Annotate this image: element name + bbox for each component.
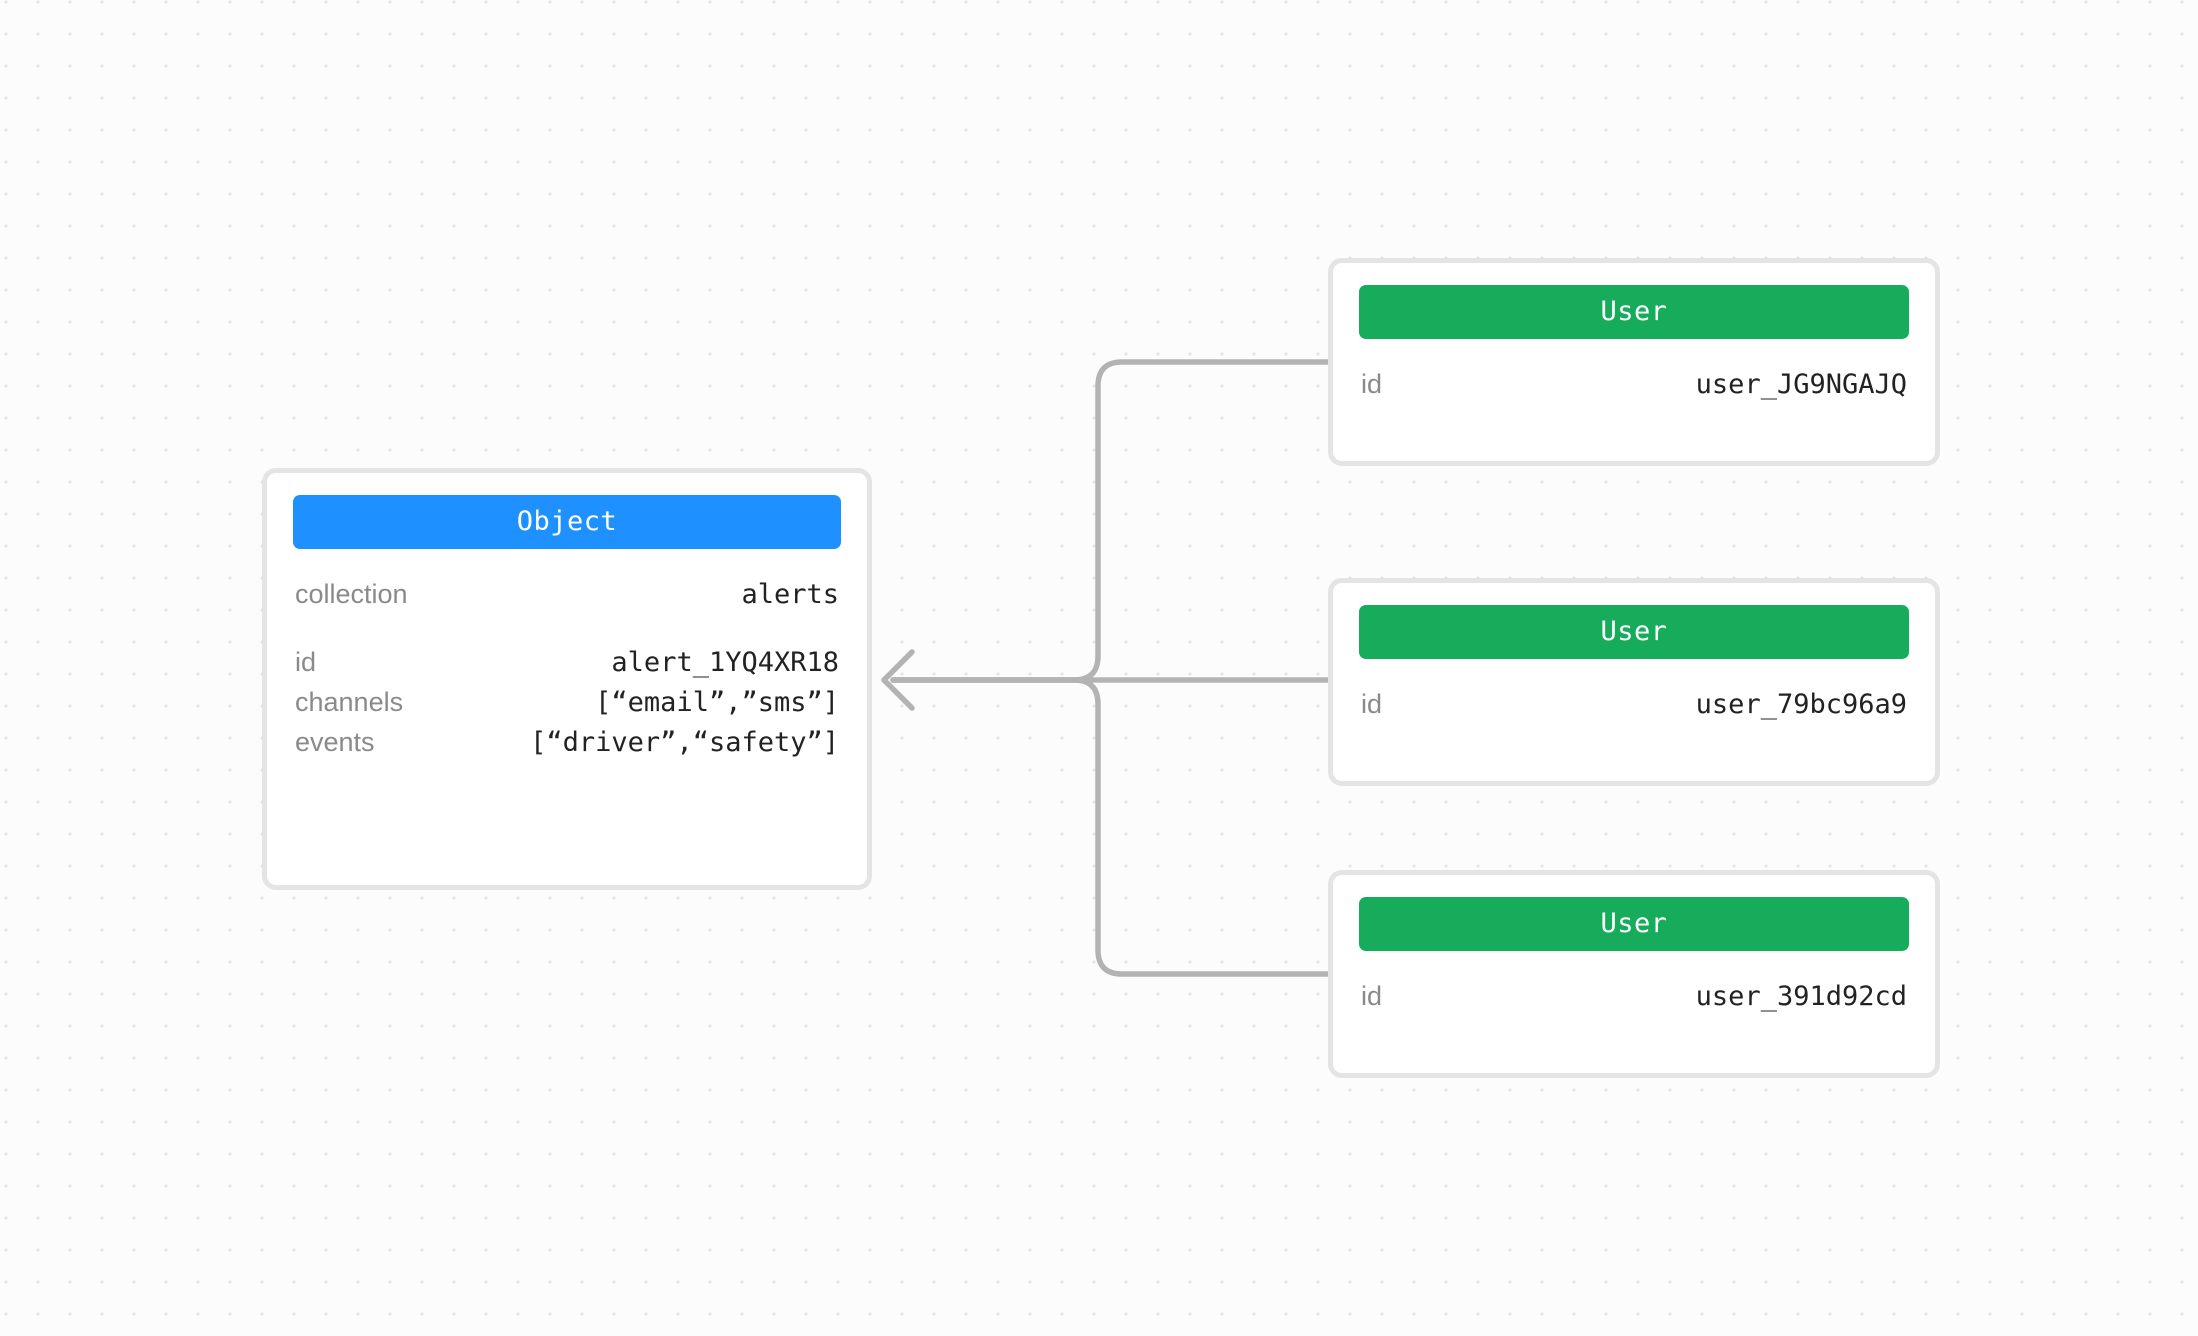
edge-user3-to-object bbox=[890, 677, 1331, 977]
field-key: channels bbox=[295, 686, 404, 717]
field-key: collection bbox=[295, 579, 408, 609]
node-user-fields: id user_391d92cd bbox=[1361, 977, 1907, 1017]
node-user-type-badge: User bbox=[1359, 285, 1909, 339]
field-row: events [“driver”,“safety”] bbox=[295, 723, 839, 763]
field-value: user_JG9NGAJQ bbox=[1695, 369, 1907, 400]
node-user-fields: id user_JG9NGAJQ bbox=[1361, 365, 1907, 405]
node-user-type-badge: User bbox=[1359, 605, 1909, 659]
field-value: alert_1YQ4XR18 bbox=[611, 646, 839, 678]
field-row: id user_JG9NGAJQ bbox=[1361, 365, 1907, 405]
field-key: id bbox=[1361, 981, 1383, 1011]
field-row: collection alerts bbox=[295, 575, 839, 615]
node-object[interactable]: Object collection alerts id alert_1YQ4XR… bbox=[262, 468, 872, 890]
node-object-type-badge: Object bbox=[293, 495, 841, 549]
field-value: [“email”,”sms”] bbox=[595, 686, 839, 718]
field-key: id bbox=[295, 646, 317, 677]
node-user-fields: id user_79bc96a9 bbox=[1361, 685, 1907, 725]
field-key: events bbox=[295, 726, 375, 757]
field-key: id bbox=[1361, 369, 1383, 399]
node-object-body: collection alerts id alert_1YQ4XR18 chan… bbox=[291, 575, 843, 763]
field-row: channels [“email”,”sms”] bbox=[295, 683, 839, 723]
node-object-primary-fields: collection alerts bbox=[295, 575, 839, 615]
node-user-1[interactable]: User id user_JG9NGAJQ bbox=[1328, 258, 1940, 466]
field-value: alerts bbox=[741, 579, 839, 610]
node-object-fields: id alert_1YQ4XR18 channels [“email”,”sms… bbox=[295, 643, 839, 763]
node-user-3[interactable]: User id user_391d92cd bbox=[1328, 870, 1940, 1078]
field-value: user_391d92cd bbox=[1695, 981, 1907, 1012]
node-user-body: id user_JG9NGAJQ bbox=[1357, 365, 1911, 405]
field-key: id bbox=[1361, 689, 1383, 719]
field-row: id user_79bc96a9 bbox=[1361, 685, 1907, 725]
edge-user1-to-object bbox=[890, 359, 1331, 683]
node-user-2[interactable]: User id user_79bc96a9 bbox=[1328, 578, 1940, 786]
field-row: id user_391d92cd bbox=[1361, 977, 1907, 1017]
field-row: id alert_1YQ4XR18 bbox=[295, 643, 839, 683]
node-user-type-badge: User bbox=[1359, 897, 1909, 951]
node-user-body: id user_391d92cd bbox=[1357, 977, 1911, 1017]
node-user-body: id user_79bc96a9 bbox=[1357, 685, 1911, 725]
field-value: user_79bc96a9 bbox=[1695, 689, 1907, 720]
field-value: [“driver”,“safety”] bbox=[530, 726, 839, 758]
edge-arrowhead-icon bbox=[881, 649, 915, 711]
